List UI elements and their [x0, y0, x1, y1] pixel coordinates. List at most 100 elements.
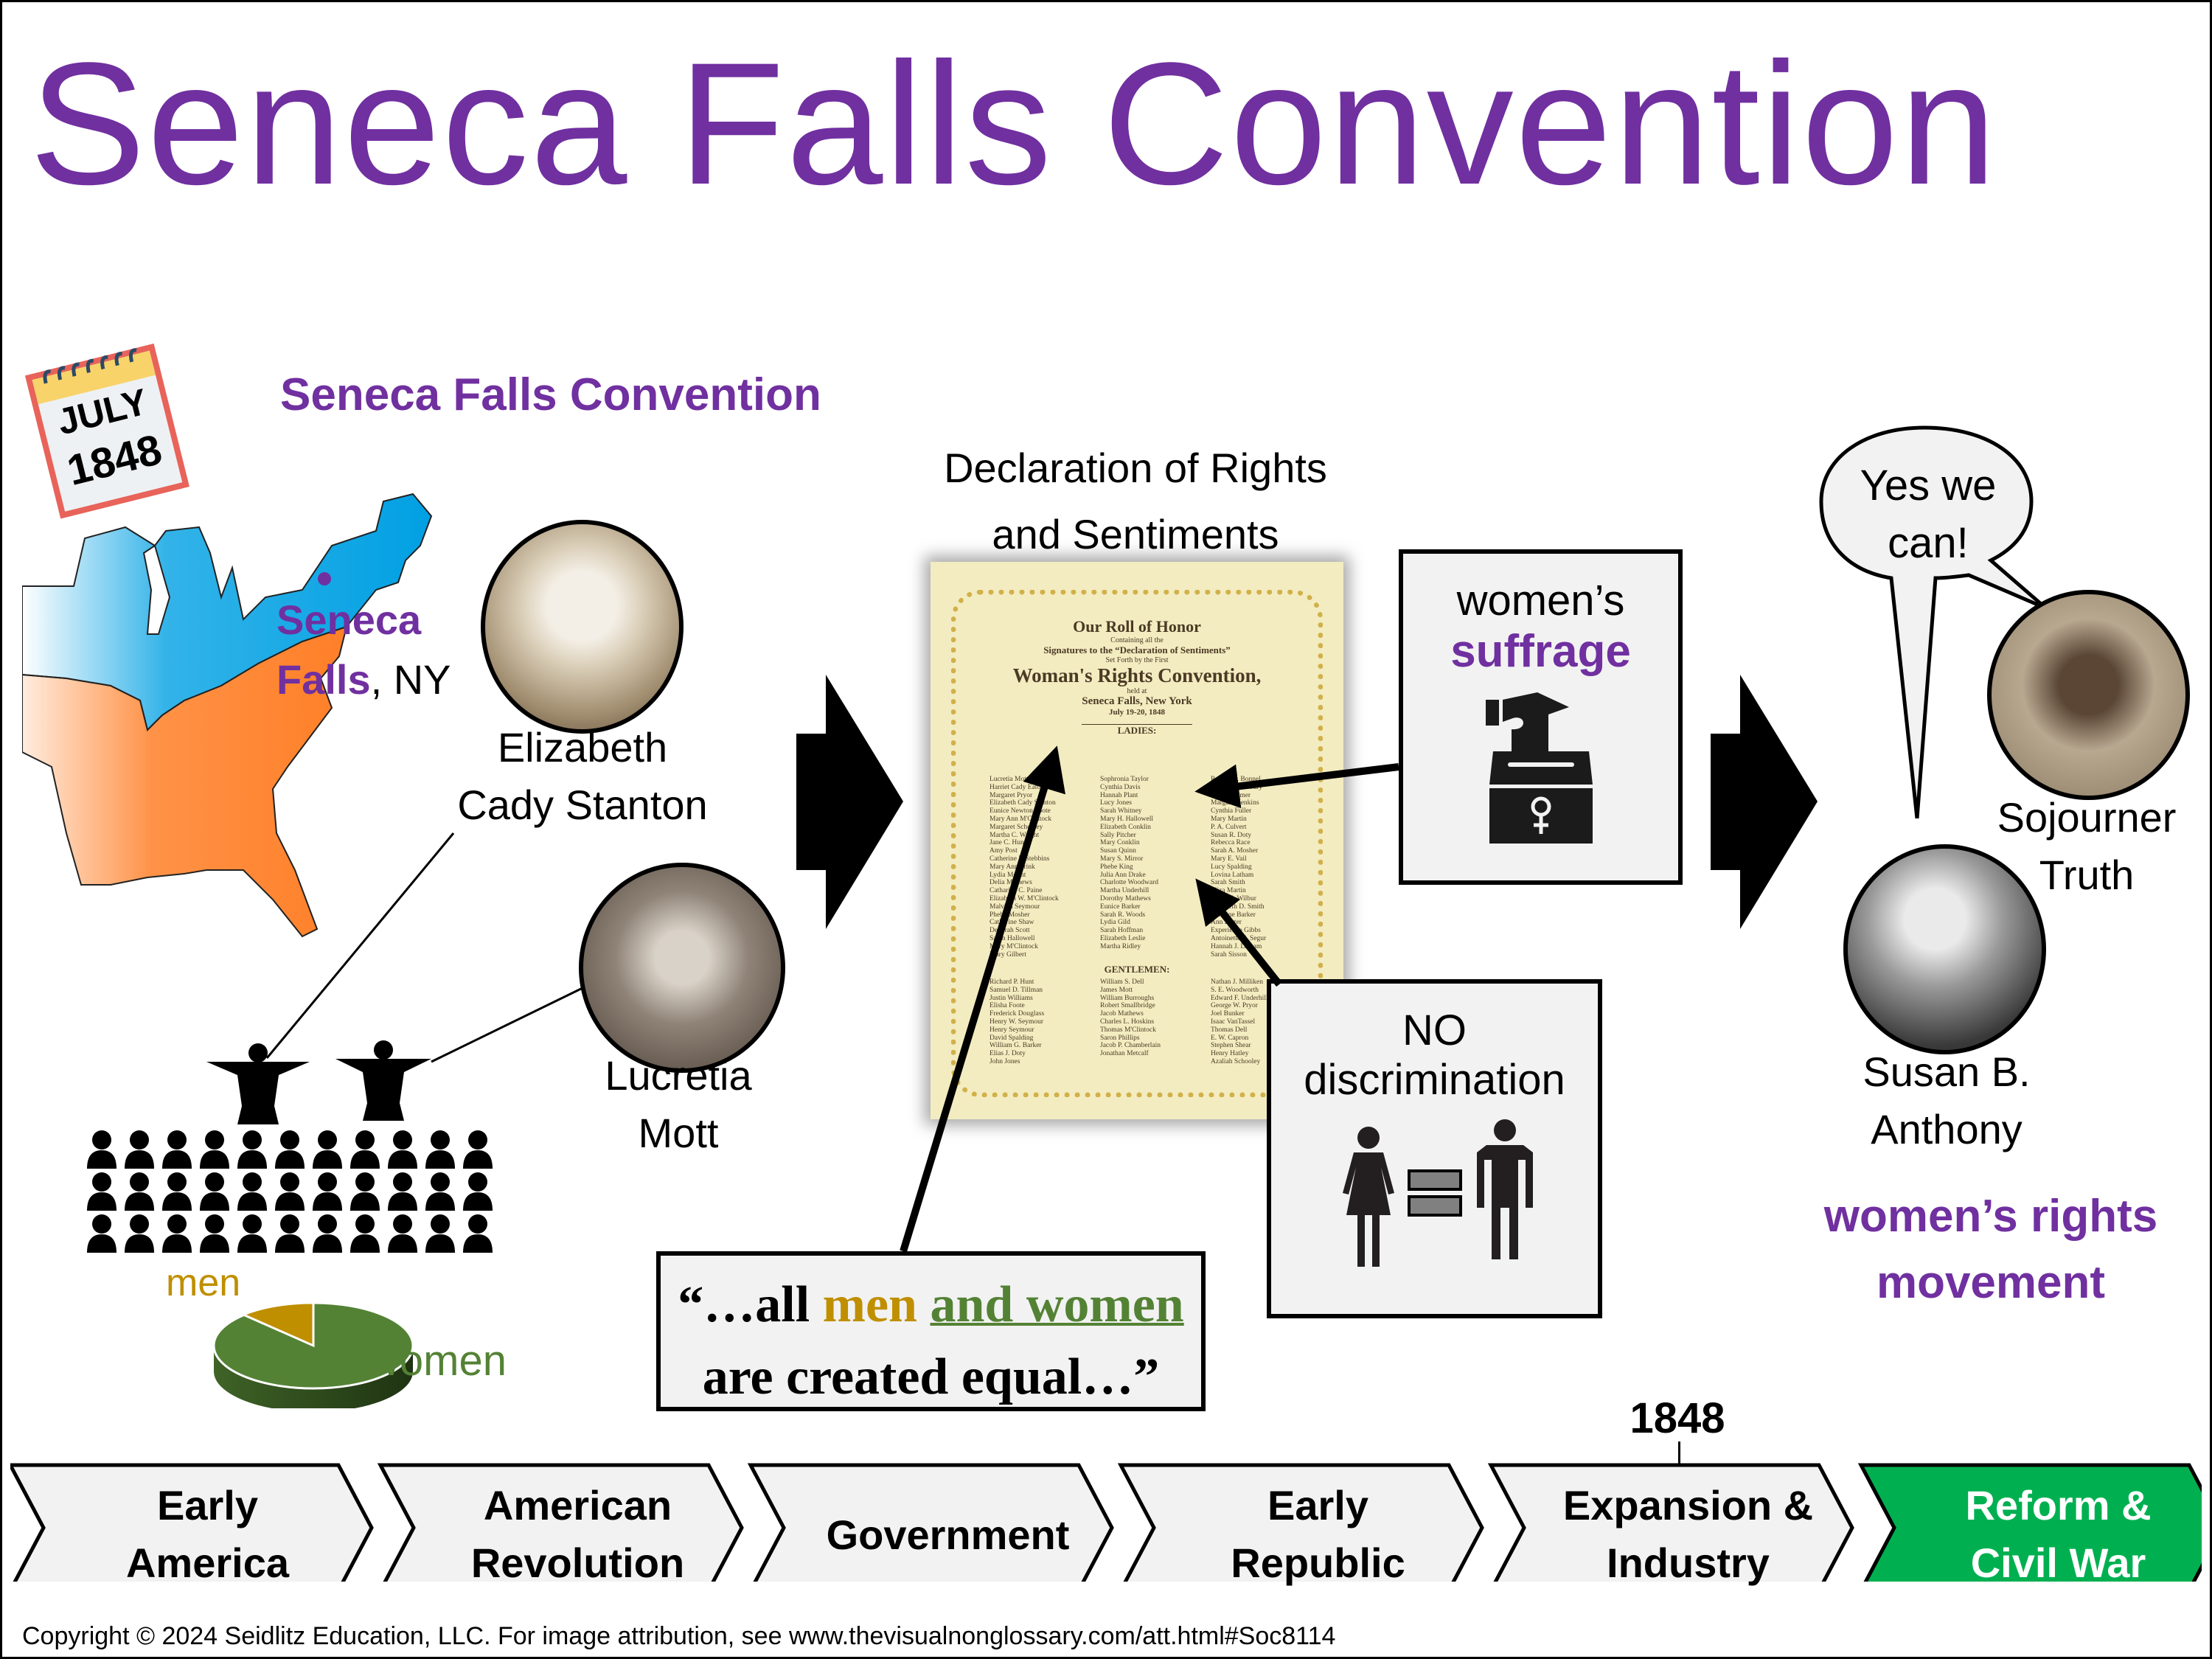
doc-date: July 19-20, 1848: [1108, 708, 1166, 717]
timeline-item-line2: Civil War: [1970, 1540, 2146, 1587]
signer-name: Isaac VanTassel: [1211, 1018, 1256, 1026]
audience-member-body: [350, 1192, 380, 1211]
signer-name: David Spalding: [990, 1034, 1034, 1042]
audience-member: [167, 1214, 187, 1234]
audience-member-body: [125, 1234, 154, 1253]
audience-member: [393, 1214, 412, 1234]
audience-member-body: [463, 1234, 493, 1253]
quote-line2: are created equal…”: [702, 1349, 1160, 1405]
signer-name: Susan Quinn: [1100, 847, 1136, 855]
timeline-chevron-4[interactable]: [1117, 1463, 1484, 1582]
audience-member-body: [350, 1150, 380, 1169]
timeline-item-line1: Reform &: [1965, 1482, 2152, 1528]
audience-member: [92, 1130, 111, 1150]
signer-name: Margaret Schooley: [990, 823, 1043, 831]
signer-name: Elizabeth Leslie: [1100, 934, 1146, 942]
location-state: , NY: [370, 656, 451, 703]
signer-name: Thomas Dell: [1211, 1026, 1248, 1034]
signer-name: Phebe King: [1100, 863, 1133, 871]
discrimination-line1: NO: [1402, 1006, 1467, 1054]
audience-member: [468, 1130, 487, 1150]
audience-member-body: [275, 1234, 305, 1253]
audience-member: [318, 1130, 337, 1150]
signer-name: Henry Hatley: [1211, 1050, 1249, 1058]
audience-member-body: [388, 1192, 417, 1211]
timeline-chevron-6[interactable]: [1857, 1463, 2202, 1582]
signer-name: William S. Dell: [1100, 978, 1144, 986]
quote-men: men: [822, 1276, 917, 1333]
signer-name: Rebecca Race: [1211, 839, 1251, 847]
timeline-item-line2: Industry: [1607, 1540, 1770, 1587]
arrow-right-icon: [1711, 675, 1818, 929]
signer-name: Jane C. Hunt: [990, 839, 1026, 847]
timeline-item-label[interactable]: Reform & Civil War: [1894, 1477, 2212, 1593]
signer-name: Elizabeth Conklin: [1100, 823, 1151, 831]
signer-name: Sally Pitcher: [1100, 831, 1136, 839]
leader-pointer-lines: [265, 832, 583, 1063]
truth-first: Sojourner: [1997, 794, 2177, 841]
doc-line: Set Forth by the First: [1105, 656, 1169, 664]
audience-member: [205, 1172, 224, 1192]
speech-text: Yes we can!: [1821, 457, 2035, 573]
signer-name: Jacob Mathews: [1100, 1010, 1144, 1018]
signer-name: Sarah A. Mosher: [1211, 847, 1259, 855]
audience-member-body: [237, 1150, 267, 1169]
discrimination-line2: discrimination: [1304, 1056, 1565, 1104]
no-discrimination-box: NO discrimination: [1267, 979, 1602, 1318]
audience-member: [205, 1214, 224, 1234]
unit-timeline: [10, 1463, 2202, 1582]
timeline-item-label[interactable]: Expansion &Industry: [1524, 1477, 1852, 1593]
signer-name: Mary Gilbert: [990, 950, 1026, 959]
audience-member: [167, 1130, 187, 1150]
timeline-item-label[interactable]: Government: [784, 1506, 1112, 1564]
audience-member-body: [313, 1150, 342, 1169]
audience-member-body: [162, 1192, 192, 1211]
ballot-box-female-icon: [1485, 692, 1593, 844]
audience-member: [243, 1130, 262, 1150]
audience-member: [280, 1130, 299, 1150]
timeline-chevron-5[interactable]: [1487, 1463, 1854, 1582]
signer-name: Mary Martin: [1211, 815, 1247, 823]
doc-line: Containing all the: [1110, 636, 1164, 644]
timeline-chevron-3[interactable]: [747, 1463, 1114, 1582]
signer-name: John Jones: [990, 1057, 1020, 1065]
woman-equals-man-icon: [1342, 1119, 1533, 1267]
timeline-chevron-2[interactable]: [377, 1463, 744, 1582]
signer-name: Malvina Seymour: [990, 902, 1040, 911]
signer-name: Delia Mathews: [990, 879, 1032, 887]
signer-name: Harriet Cady Eaton: [990, 783, 1044, 791]
signer-name: Mary M'Clintock: [990, 942, 1038, 950]
audience-member: [393, 1172, 412, 1192]
signer-name: Mary S. Mirror: [1100, 855, 1144, 863]
signer-name: Stephen Shear: [1211, 1042, 1251, 1050]
timeline-item-line1: Government: [826, 1512, 1070, 1558]
timeline-chevron-1[interactable]: [10, 1463, 374, 1582]
audience-member-body: [125, 1150, 154, 1169]
label-truth: Sojourner Truth: [1976, 789, 2197, 905]
signer-name: Elias J. Doty: [990, 1050, 1026, 1058]
audience-member: [355, 1172, 375, 1192]
signer-name: Sarah Hoffman: [1100, 927, 1144, 935]
suffrage-line2: suffrage: [1450, 626, 1631, 677]
signer-name: Eunice Newton Foote: [990, 807, 1051, 815]
men-women-pie-chart: [162, 1268, 546, 1412]
arrow-right-icon: [796, 675, 903, 929]
audience-member-body: [350, 1234, 380, 1253]
signer-name: Henry Seymour: [990, 1026, 1034, 1034]
speech-line2: can!: [1888, 519, 1969, 568]
audience-member-body: [237, 1234, 267, 1253]
signer-name: Eunice Barker: [1100, 902, 1141, 911]
pie-slice-men: [240, 1301, 315, 1348]
signer-name: Mary Ann M'Clintock: [990, 815, 1052, 823]
signer-name: Lucy Jones: [1100, 799, 1133, 807]
suffrage-line1: women’s: [1456, 577, 1625, 625]
audience-member: [280, 1172, 299, 1192]
signer-name: Cynthia Davis: [1100, 783, 1141, 791]
audience-member: [130, 1172, 149, 1192]
